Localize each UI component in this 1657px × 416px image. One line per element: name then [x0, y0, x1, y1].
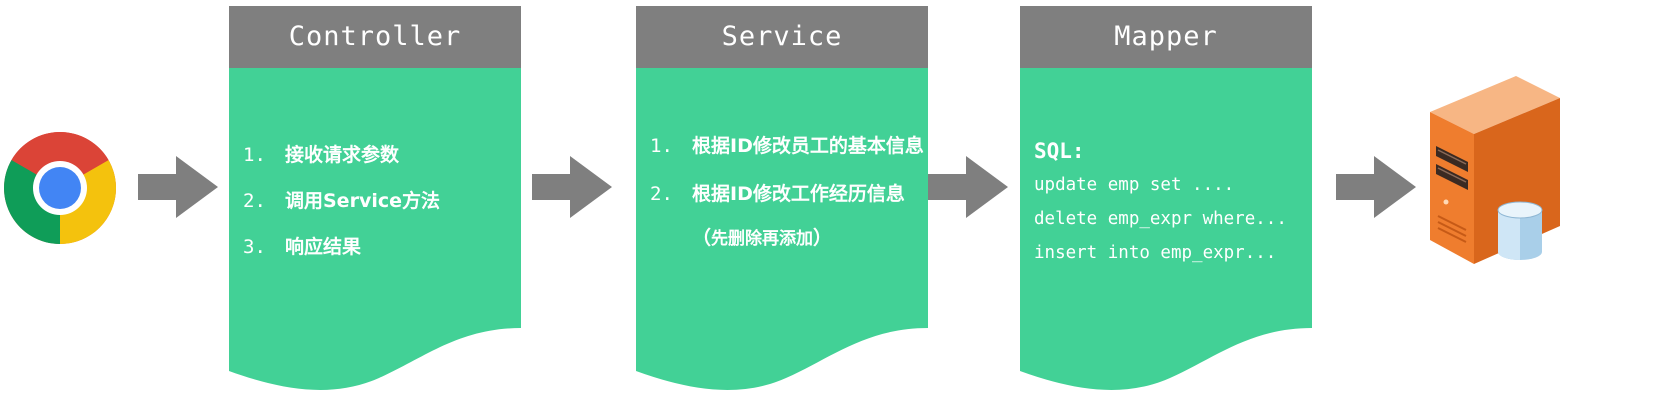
flow-arrow-1 — [138, 156, 218, 222]
flow-arrow-2 — [532, 156, 612, 222]
controller-step-1: 1. 接收请求参数 — [243, 132, 513, 178]
sql-block: SQL: update emp set .... delete emp_expr… — [1034, 134, 1287, 270]
step-number: 2. — [243, 190, 266, 212]
service-step-1: 1. 根据ID修改员工的基本信息 — [650, 124, 924, 168]
step-text: 根据ID修改工作经历信息（ — [692, 183, 905, 249]
service-steps: 1. 根据ID修改员工的基本信息 2. 根据ID修改工作经历信息（先删除再添加） — [650, 124, 924, 265]
sql-label: SQL: — [1034, 139, 1085, 163]
flow-arrow-4 — [1336, 156, 1416, 222]
flow-arrow-3 — [928, 156, 1008, 222]
controller-step-2: 2. 调用Service方法 — [243, 178, 513, 224]
step-text: 调用Service方法 — [285, 190, 440, 212]
controller-steps: 1. 接收请求参数 2. 调用Service方法 3. 响应结果 — [243, 132, 513, 270]
service-title: Service — [721, 21, 843, 52]
step-number: 1. — [650, 135, 673, 157]
step-text: 响应结果 — [285, 236, 362, 258]
step-number: 1. — [243, 144, 266, 166]
database-server-icon — [1424, 76, 1564, 268]
step-number: 3. — [243, 236, 266, 258]
step-number: 2. — [650, 183, 673, 205]
step-text: 接收请求参数 — [285, 144, 400, 166]
sql-line-insert: insert into emp_expr... — [1034, 243, 1277, 263]
sql-line-delete: delete emp_expr where... — [1034, 209, 1287, 229]
mapper-title: Mapper — [1114, 21, 1218, 52]
step-text: 根据ID修改员工的基本信息 — [692, 135, 924, 157]
step-suffix: ） — [813, 227, 833, 249]
controller-step-3: 3. 响应结果 — [243, 224, 513, 270]
controller-stage: Controller 1. 接收请求参数 2. 调用Service方法 3. 响… — [229, 6, 521, 406]
mapper-stage: Mapper SQL: update emp set .... delete e… — [1020, 6, 1312, 406]
service-stage: Service 1. 根据ID修改员工的基本信息 2. 根据ID修改工作经历信息… — [636, 6, 928, 406]
service-step-2: 2. 根据ID修改工作经历信息（先删除再添加） — [650, 172, 924, 261]
sql-line-update: update emp set .... — [1034, 175, 1235, 195]
controller-title: Controller — [288, 21, 462, 52]
step-emphasis: 先删除再添加 — [711, 229, 814, 249]
chrome-browser-icon — [2, 130, 118, 246]
